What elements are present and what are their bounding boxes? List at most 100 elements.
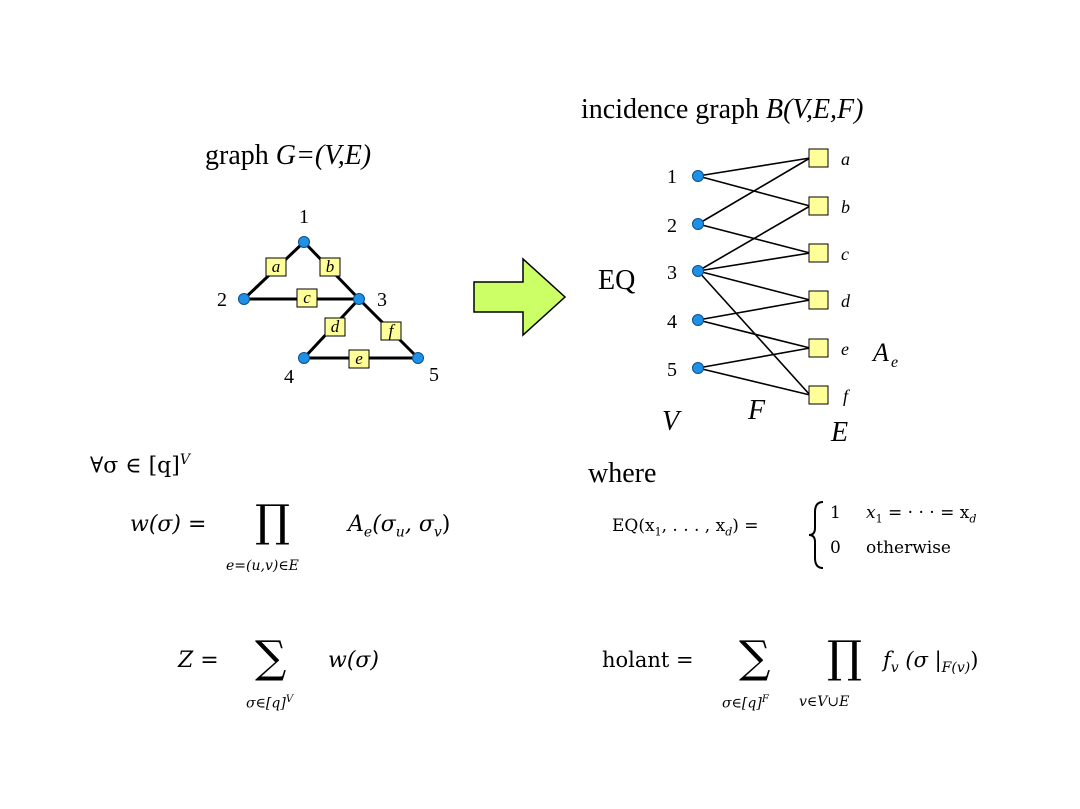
vertex-5 [412, 352, 424, 364]
v-set-label: V [662, 406, 682, 437]
ae-label-sub: e [891, 354, 898, 371]
incidence-edge-2-a [697, 157, 811, 225]
f-set-label: F [747, 395, 766, 426]
holant-formula: holant = ∑ σ∈[q]F ∏ v∈V∪E fv (σ |F(v)) [602, 632, 1042, 716]
partition-sum-range: σ∈[q] [246, 695, 286, 712]
partition-sum-symbol: ∑ [255, 632, 287, 683]
weight-lhs: w(σ) = [130, 512, 207, 537]
incidence-edge-node-f [808, 385, 829, 405]
edge-box-c: c [296, 288, 318, 308]
vertex-label-5: 5 [429, 364, 439, 386]
left-title: graph G=(V,E) [205, 140, 371, 172]
ae-label: A [871, 338, 889, 367]
edge-box-d: d [324, 317, 346, 337]
eq-case1-cond: x [866, 503, 876, 523]
incidence-edge-1-a [697, 157, 811, 177]
holant-product-symbol: ∏ [827, 632, 863, 683]
vertex-label-4: 4 [284, 366, 294, 388]
holant-rhs-close: ) [970, 648, 979, 672]
partition-lhs: Z = [178, 648, 219, 673]
eq-definition: EQ(x1, . . . , xd) = 1 x1 = · · · = xd 0… [612, 498, 1032, 578]
incidence-vertex-label-1: 1 [667, 166, 677, 188]
incidence-vertex-3 [692, 265, 704, 277]
edge-label-c: c [303, 288, 311, 307]
holant-rhs-f: f [883, 648, 891, 672]
vertex-label-2: 2 [217, 289, 227, 311]
incidence-edge-3-b [697, 205, 811, 272]
incidence-edge-label-d: d [841, 291, 851, 311]
eq-def-lhs-d: d [725, 525, 733, 539]
right-title: incidence graph B(V,E,F) [581, 94, 863, 126]
incidence-edge-node-e [808, 338, 829, 358]
incidence-vertex-label-4: 4 [667, 311, 677, 333]
weight-product-symbol: ∏ [255, 496, 291, 547]
incidence-vertex-1 [692, 170, 704, 182]
incidence-edge-5-e [697, 347, 811, 369]
incidence-vertex-label-3: 3 [667, 262, 677, 284]
eq-case1-mid: = · · · = x [882, 503, 970, 523]
holant-rhs-restrict: F(v) [941, 660, 971, 677]
vertex-label-3: 3 [377, 289, 387, 311]
forall-text: ∀σ ∈ [q] [90, 453, 180, 479]
eq-case1-value: 1 [830, 503, 841, 523]
incidence-edge-node-c [808, 243, 829, 263]
eq-def-lhs: EQ(x [612, 516, 655, 536]
weight-product-range: e=(u,v)∈E [226, 558, 299, 574]
incidence-edge-4-d [697, 299, 811, 321]
incidence-vertex-label-5: 5 [667, 359, 677, 381]
incidence-edge-4-e [697, 319, 811, 349]
holant-sum-range-sup: F [761, 694, 769, 705]
edge-label-a: a [272, 257, 281, 276]
eq-case2-value: 0 [830, 538, 841, 558]
edge-box-e: e [348, 349, 370, 369]
incidence-graph-diagram: 1 2 3 4 5 a b c d e f EQ A e V F E [598, 148, 898, 448]
right-title-math: B(V,E,F) [766, 94, 864, 125]
vertex-label-1: 1 [299, 206, 309, 228]
eq-case1-cond-d: d [969, 512, 977, 526]
holant-rhs-open: (σ | [905, 648, 942, 672]
eq-case2-cond: otherwise [866, 538, 951, 558]
vertex-3 [353, 293, 365, 305]
holant-sum-symbol: ∑ [739, 632, 771, 683]
edge-box-b: b [319, 257, 341, 277]
weight-formula: w(σ) = ∏ e=(u,v)∈E Ae(σu, σv) [130, 496, 550, 580]
where-label: where [588, 458, 657, 489]
weight-rhs-a-sub: e [363, 524, 373, 541]
edge-label-d: d [331, 317, 340, 336]
incidence-edge-label-f: f [843, 386, 851, 406]
incidence-edge-label-c: c [841, 244, 849, 264]
incidence-edge-node-a [808, 148, 829, 168]
holant-lhs: holant = [602, 648, 694, 672]
vertex-2 [238, 293, 250, 305]
partition-sum-range-sup: V [285, 694, 294, 705]
graph-g-diagram: a b c d f e 1 2 3 4 5 [217, 206, 439, 388]
edge-label-f: f [389, 321, 396, 340]
holant-sum-range: σ∈[q] [722, 695, 762, 712]
edge-label-e: e [355, 349, 363, 368]
incidence-edge-3-d [697, 270, 811, 301]
eq-def-lhs-mid: , . . . , x [661, 516, 726, 536]
eq-def-lhs-end: ) = [732, 516, 759, 536]
weight-rhs-open: (σ [372, 512, 396, 537]
holant-rhs-f-sub: v [890, 660, 899, 677]
eq-label: EQ [598, 265, 635, 296]
vertex-1 [298, 236, 310, 248]
right-title-prefix: incidence graph [581, 94, 767, 125]
forall-formula: ∀σ ∈ [q]V [90, 452, 190, 478]
incidence-edge-3-c [697, 252, 811, 272]
incidence-edge-3-f [697, 270, 811, 396]
forall-sup: V [179, 452, 190, 468]
weight-rhs-v: v [433, 524, 442, 541]
incidence-vertex-5 [692, 362, 704, 374]
incidence-edge-label-a: a [841, 149, 850, 169]
e-set-label: E [830, 417, 848, 448]
edge-box-f: f [380, 321, 402, 341]
eq-def-lhs-1: 1 [654, 525, 662, 539]
vertex-4 [298, 352, 310, 364]
edge-label-b: b [326, 257, 335, 276]
incidence-edge-5-f [697, 367, 811, 396]
transform-arrow-icon [473, 257, 567, 337]
weight-rhs-mid: , σ [404, 512, 434, 537]
weight-rhs-a: A [348, 512, 364, 537]
incidence-edge-node-d [808, 290, 829, 310]
